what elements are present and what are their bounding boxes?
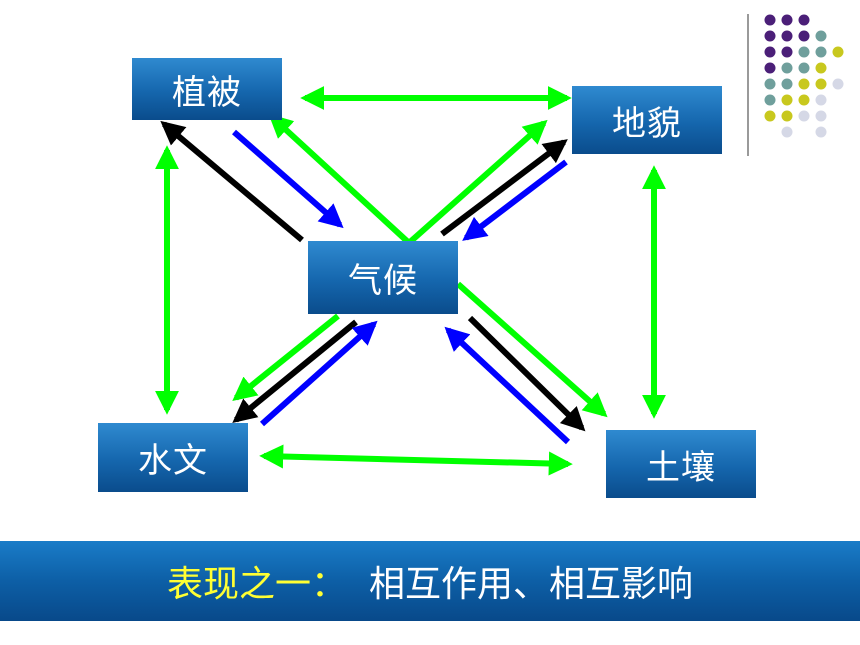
decor-dot (781, 14, 793, 26)
arrow-qihou-to-shuiwen-green (232, 313, 340, 402)
decor-dot (764, 94, 776, 106)
decor-dot (798, 14, 810, 26)
decor-dot (832, 78, 844, 90)
decor-dot (798, 30, 810, 42)
decor-dot (815, 62, 827, 74)
node-label: 气候 (348, 261, 418, 301)
node-zhibei: 植被 (132, 58, 282, 120)
node-turang: 土壤 (606, 430, 756, 498)
decor-dot (815, 94, 827, 106)
decor-dot (815, 30, 827, 42)
decor-dot (781, 94, 793, 106)
node-label: 植被 (172, 72, 242, 113)
footer-text: 相互作用、相互影响 (369, 564, 694, 605)
decor-dot (781, 30, 793, 42)
decor-dot (798, 46, 810, 58)
node-label: 水文 (138, 441, 208, 481)
node-dimao: 地貌 (572, 86, 722, 154)
decor-dot (815, 126, 827, 138)
decorative-dot-grid (764, 14, 844, 138)
arrow-qihou-to-turang-black (467, 315, 586, 432)
decor-dot (764, 78, 776, 90)
footer-caption-band: 表现之一： 相互作用、相互影响 (0, 541, 860, 621)
arrow-dimao-to-qihou-blue (462, 159, 568, 241)
node-shuiwen: 水文 (98, 423, 248, 492)
decor-dot (798, 78, 810, 90)
decor-dot (781, 78, 793, 90)
node-label: 土壤 (646, 447, 716, 488)
decor-dot (764, 110, 776, 122)
arrow-shuiwen-to-qihou-blue (260, 320, 378, 427)
arrow-qihou-to-shuiwen-black (232, 319, 358, 424)
decor-dot (815, 78, 827, 90)
decor-dot (764, 46, 776, 58)
footer-prefix: 表现之一： (166, 564, 347, 605)
decor-dot (781, 126, 793, 138)
node-label: 地貌 (612, 103, 682, 144)
arrow-zhibei-to-qihou-blue (232, 129, 344, 229)
decor-dot (815, 110, 827, 122)
decor-dot (798, 110, 810, 122)
arrow-turang-to-qihou-blue (444, 326, 571, 445)
decor-dot (781, 110, 793, 122)
decor-dot (815, 46, 827, 58)
decor-dot (781, 62, 793, 74)
corner-divider-line (747, 14, 749, 156)
decor-dot (764, 62, 776, 74)
decor-dot (832, 46, 844, 58)
arrow-qihou-to-dimao-green (408, 119, 548, 245)
node-qihou: 气候 (308, 241, 458, 314)
decor-dot (764, 14, 776, 26)
decor-dot (798, 62, 810, 74)
arrow-qihou-to-turang-green (456, 281, 608, 418)
arrow-shuiwen-turang (259, 444, 573, 476)
decor-dot (798, 94, 810, 106)
decor-dot (764, 30, 776, 42)
decor-dot (781, 46, 793, 58)
arrow-qihou-to-zhibei-green (268, 113, 411, 245)
arrow-qihou-to-zhibei-black (160, 120, 304, 243)
